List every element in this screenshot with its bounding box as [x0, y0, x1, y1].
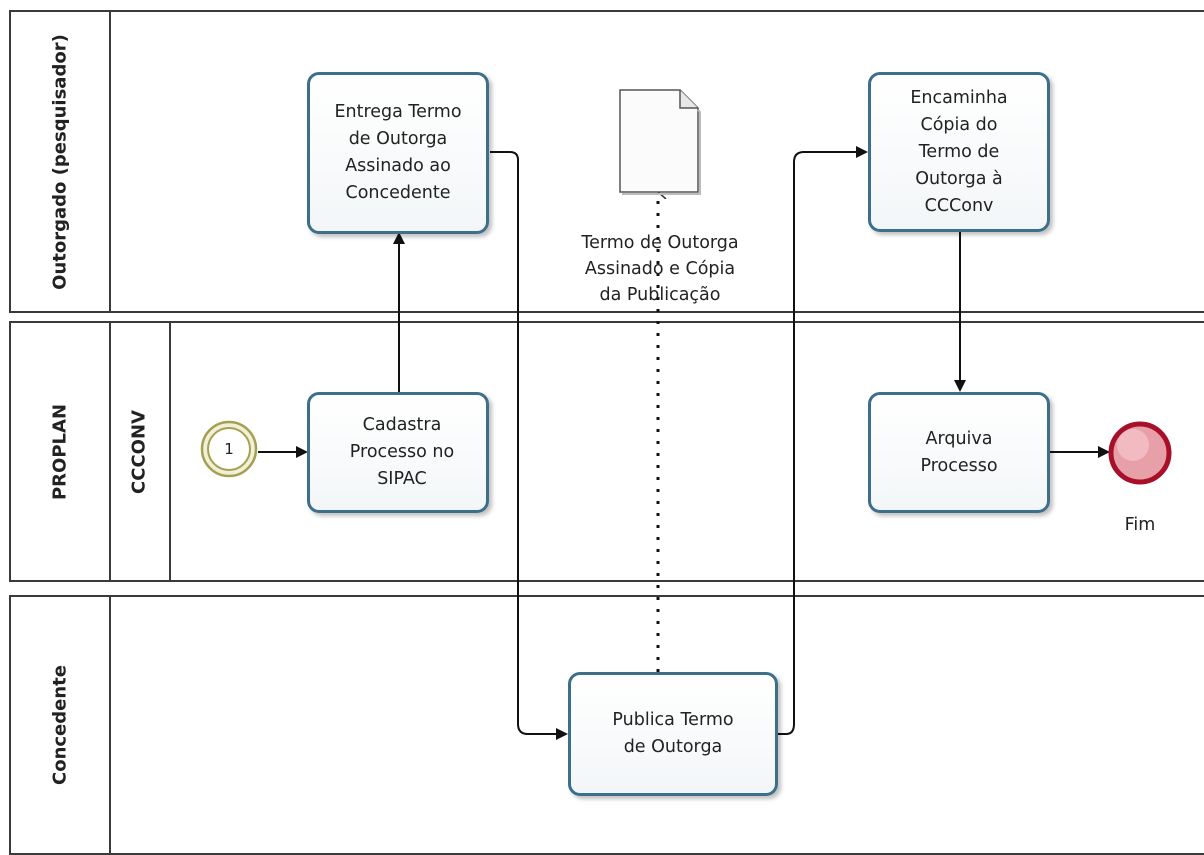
task-label: Cadastra Processo no SIPAC — [349, 415, 455, 489]
flow-publica-to-encaminha — [778, 146, 868, 735]
flow-entrega-to-publica — [490, 151, 568, 740]
task-encaminha-copia[interactable]: Encaminha Cópia do Termo de Outorga à CC… — [868, 72, 1050, 232]
task-entrega-termo[interactable]: Entrega Termo de Outorga Assinado ao Con… — [307, 72, 489, 234]
document-icon — [619, 89, 701, 195]
pool-label-cell: Outorgado (pesquisador) — [11, 12, 111, 311]
task-label: Entrega Termo de Outorga Assinado ao Con… — [334, 102, 462, 203]
start-event-number: 1 — [224, 440, 234, 458]
end-event-label: Fim — [1124, 515, 1156, 535]
task-label: Encaminha Cópia do Termo de Outorga à CC… — [910, 87, 1008, 216]
lane-label-cell: CCCONV — [109, 323, 171, 580]
task-cadastra-processo[interactable]: Cadastra Processo no SIPAC — [307, 392, 489, 513]
document-label: Termo de Outorga Assinado e Cópia da Pub… — [581, 233, 739, 305]
task-arquiva-processo[interactable]: Arquiva Processo — [868, 392, 1050, 513]
pool-label-cell: PROPLAN — [11, 323, 111, 580]
task-publica-termo[interactable]: Publica Termo de Outorga — [568, 672, 778, 796]
task-label: Publica Termo de Outorga — [612, 710, 734, 757]
pool-label-cell: Concedente — [11, 597, 111, 853]
start-event[interactable] — [200, 420, 258, 478]
task-label: Arquiva Processo — [920, 428, 998, 476]
end-event[interactable] — [1108, 421, 1172, 485]
